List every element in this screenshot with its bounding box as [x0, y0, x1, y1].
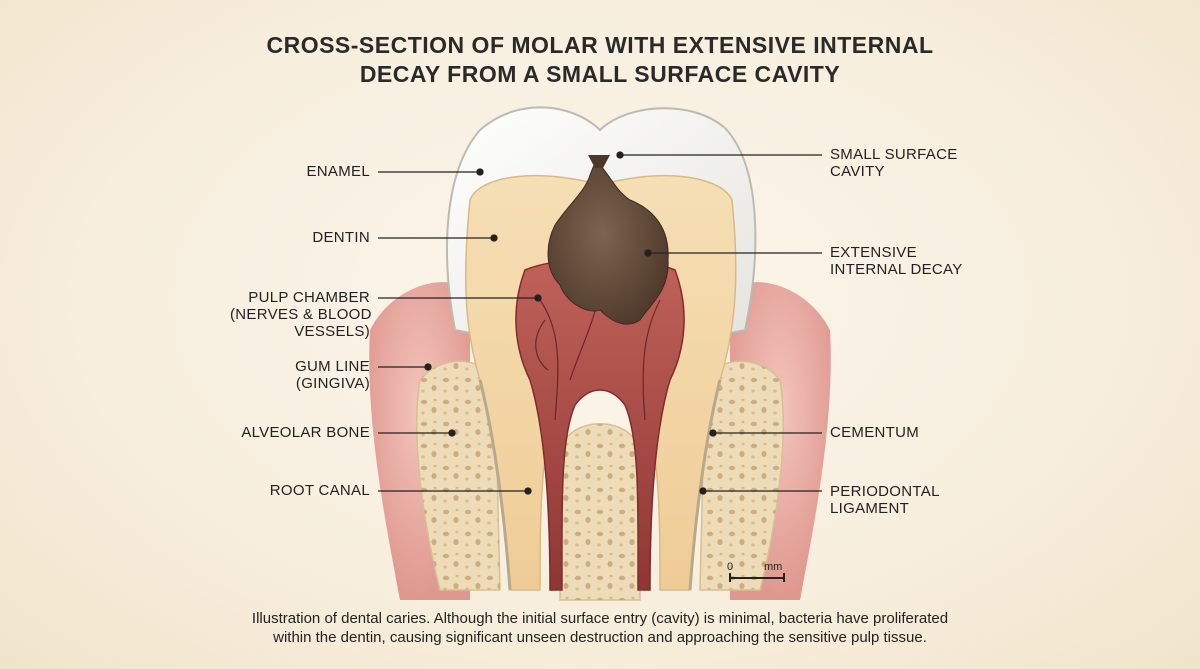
alveolar-bone-right-texture — [700, 361, 784, 590]
label-alveolar-bone: ALVEOLAR BONE — [241, 424, 370, 441]
cementum-outline — [478, 379, 722, 591]
label-root-canal: ROOT CANAL — [269, 482, 370, 499]
label-gum-line-1: GUM LINE — [295, 358, 370, 375]
internal-decay — [547, 159, 669, 325]
label-cementum: CEMENTUM — [830, 424, 920, 441]
scale-bar-unit: mm — [764, 561, 783, 573]
label-pulp-chamber-2: (NERVES & BLOOD — [230, 306, 372, 323]
caption-line-2: within the dentin, causing significant u… — [273, 629, 927, 646]
label-pulp-chamber-3: VESSELS) — [294, 323, 370, 340]
surface-cavity — [588, 155, 610, 168]
label-extensive-decay-1: EXTENSIVE — [830, 244, 917, 261]
scale-bar — [729, 573, 785, 582]
caption-line-1: Illustration of dental caries. Although … — [251, 610, 949, 627]
pulp-chamber — [515, 258, 685, 591]
label-enamel: ENAMEL — [306, 163, 370, 180]
label-gum-line-2: (GINGIVA) — [295, 375, 370, 392]
label-pulp-chamber-1: PULP CHAMBER — [248, 289, 370, 306]
label-periodontal-2: LIGAMENT — [830, 500, 910, 517]
label-small-surface-cavity-1: SMALL SURFACE — [830, 146, 958, 163]
label-small-surface-cavity-2: CAVITY — [830, 163, 885, 180]
scale-bar-zero: 0 — [727, 561, 734, 573]
nerve-fibers — [535, 289, 661, 421]
diagram-title-line-1: CROSS-SECTION OF MOLAR WITH EXTENSIVE IN… — [266, 32, 934, 58]
label-periodontal-1: PERIODONTAL — [830, 483, 940, 500]
alveolar-bone-left-texture — [416, 361, 500, 590]
diagram-title-line-2: DECAY FROM A SMALL SURFACE CAVITY — [359, 61, 841, 87]
alveolar-bone-center-texture — [560, 423, 640, 600]
label-dentin: DENTIN — [312, 229, 370, 246]
label-extensive-decay-2: INTERNAL DECAY — [830, 261, 963, 278]
